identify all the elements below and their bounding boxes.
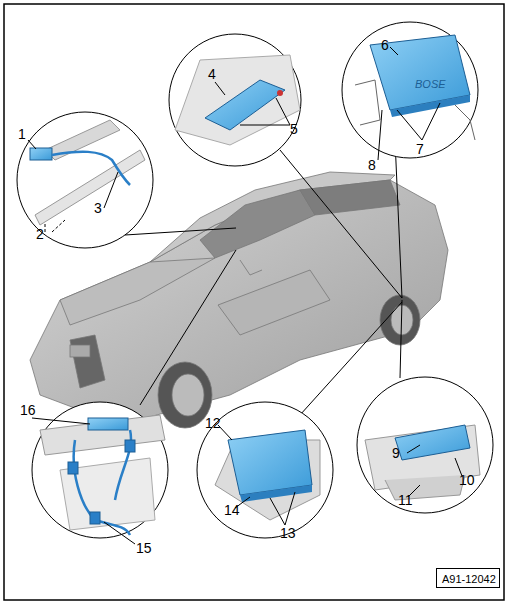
frame: [4, 4, 504, 600]
detail-amplifier: BOSE: [342, 22, 478, 160]
callout-number: 14: [224, 503, 240, 517]
svg-text:BOSE: BOSE: [415, 78, 446, 90]
callout-number: 9: [392, 446, 400, 460]
callout-number: 5: [290, 122, 298, 136]
reference-code: A91-12042: [442, 573, 494, 585]
callout-number: 10: [459, 473, 475, 487]
callout-number: 4: [208, 67, 216, 81]
callout-number: 11: [398, 493, 413, 507]
callout-number: 8: [368, 158, 376, 172]
callout-number: 12: [205, 416, 221, 430]
callout-number: 16: [20, 403, 36, 417]
callout-number: 3: [94, 201, 102, 215]
detail-wiring: [32, 402, 168, 544]
callout-number: 7: [416, 142, 424, 156]
callout-number: 13: [280, 526, 296, 540]
callout-number: 15: [136, 541, 152, 555]
detail-rear-module: [357, 377, 493, 513]
callout-number: 2: [36, 227, 44, 241]
callout-number: 6: [381, 38, 389, 52]
callout-number: 1: [18, 127, 26, 141]
leader-lines: [125, 140, 402, 415]
detail-roof-antenna: [17, 112, 153, 248]
detail-control-unit: [197, 402, 333, 538]
reference-box: A91-12042: [436, 568, 500, 588]
detail-rear-shelf: [169, 34, 301, 166]
